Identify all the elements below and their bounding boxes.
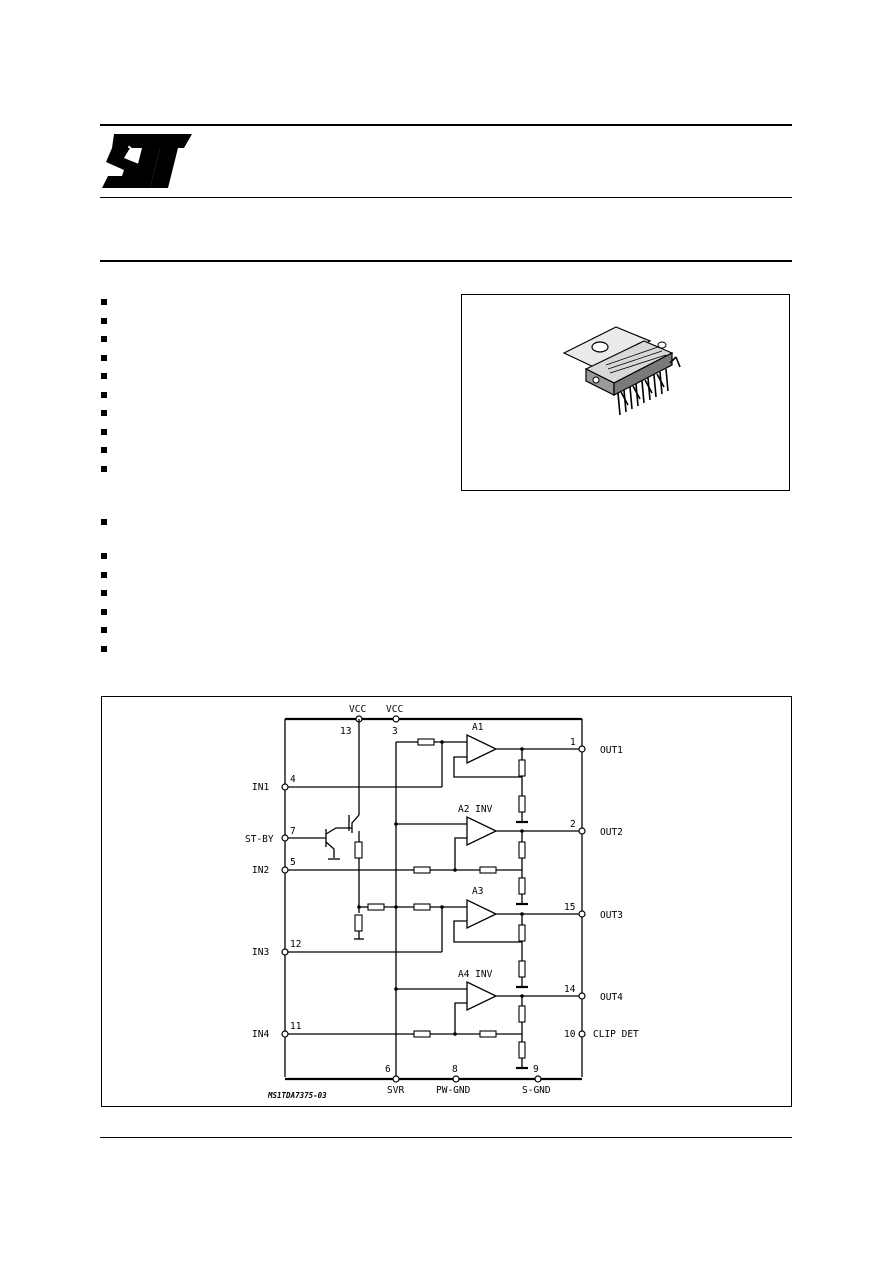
input-label-st-by: ST-BY <box>245 834 274 845</box>
bottom-label-pw-gnd: PW-GND <box>436 1085 471 1096</box>
pin-svr <box>392 1075 400 1083</box>
bottom-label-svr: SVR <box>387 1085 404 1096</box>
pin-s-gnd <box>534 1075 542 1083</box>
amplifier-label-a1: A1 <box>472 722 484 733</box>
bullet-square-icon <box>101 299 107 305</box>
amplifier-a4 <box>466 980 498 1012</box>
bullet-square-icon <box>101 428 107 435</box>
block-diagram-schematic: VCC VCC 13 3 A1 <box>245 704 639 1100</box>
amplifier-label-a2: A2 INV <box>458 804 493 815</box>
vcc-label-1: VCC <box>349 704 366 715</box>
amplifier-label-a4: A4 INV <box>458 969 493 980</box>
bullet-square-icon <box>101 317 107 324</box>
output-pin-15: 15 <box>564 902 575 913</box>
output-label-out4: OUT4 <box>600 992 623 1003</box>
top-rule <box>100 124 792 126</box>
output-label-out3: OUT3 <box>600 910 623 921</box>
rule-under-logo <box>100 197 792 198</box>
bullet-square-icon <box>101 590 107 596</box>
block-diagram-box: VCC VCC 13 3 A1 <box>101 696 792 1107</box>
pin-clip-det <box>578 1030 586 1038</box>
input-label-in2: IN2 <box>252 865 269 876</box>
output-pin-1: 1 <box>570 737 576 748</box>
rule-under-title <box>100 260 792 262</box>
input-pin-4: 4 <box>290 774 296 785</box>
input-pin-11: 11 <box>290 1021 302 1032</box>
bullet-square-icon <box>101 571 107 578</box>
output-label-clip-det: CLIP DET <box>593 1029 639 1040</box>
output-label-out2: OUT2 <box>600 827 623 838</box>
bullet-square-icon <box>101 391 107 398</box>
pin-out2 <box>578 827 586 835</box>
amplifier-label-a3: A3 <box>472 886 483 897</box>
bullet-square-icon <box>101 465 107 472</box>
output-label-out1: OUT1 <box>600 745 623 756</box>
pin-in2 <box>281 866 289 874</box>
bullet-square-icon <box>101 373 107 379</box>
bullet-square-icon <box>101 627 107 633</box>
bullet-square-icon <box>101 608 107 615</box>
bottom-pin-6: 6 <box>385 1064 391 1075</box>
bullet-square-icon <box>101 410 107 416</box>
output-pin-14: 14 <box>564 984 576 995</box>
vcc-label-2: VCC <box>386 704 403 715</box>
pin-pw-gnd <box>452 1075 460 1083</box>
pin-vcc-3 <box>392 715 400 723</box>
pin-out3 <box>578 910 586 918</box>
package-figure-box <box>461 294 790 491</box>
input-label-in1: IN1 <box>252 782 269 793</box>
vcc-pin-3: 3 <box>392 726 398 737</box>
bottom-label-s-gnd: S-GND <box>522 1085 551 1096</box>
pin-st-by <box>281 834 289 842</box>
bullet-square-icon <box>101 447 107 453</box>
amplifier-a2 <box>466 815 498 847</box>
output-pin-2: 2 <box>570 819 576 830</box>
pin-out1 <box>578 745 586 753</box>
bullet-square-icon <box>101 519 107 525</box>
amplifier-a1 <box>466 733 498 765</box>
amplifier-a3 <box>466 898 498 930</box>
input-pin-7: 7 <box>290 826 296 837</box>
bottom-pin-9: 9 <box>533 1064 539 1075</box>
input-label-in4: IN4 <box>252 1029 269 1040</box>
bullet-square-icon <box>101 553 107 559</box>
input-pin-12: 12 <box>290 939 301 950</box>
bullet-square-icon <box>101 354 107 361</box>
bullet-square-icon <box>101 336 107 342</box>
bottom-pin-8: 8 <box>452 1064 458 1075</box>
multiwatt15-package-image <box>558 323 688 419</box>
pin-in4 <box>281 1030 289 1038</box>
st-logo <box>102 132 194 190</box>
vcc-pin-13: 13 <box>340 726 351 737</box>
pin-in1 <box>281 783 289 791</box>
bottom-rule <box>100 1137 792 1138</box>
figure-code: MS1TDA7375-03 <box>267 1091 327 1100</box>
bullet-square-icon <box>101 645 107 652</box>
pin-out4 <box>578 992 586 1000</box>
pin-in3 <box>281 948 289 956</box>
input-label-in3: IN3 <box>252 947 269 958</box>
input-pin-5: 5 <box>290 857 296 868</box>
output-pin-10: 10 <box>564 1029 576 1040</box>
